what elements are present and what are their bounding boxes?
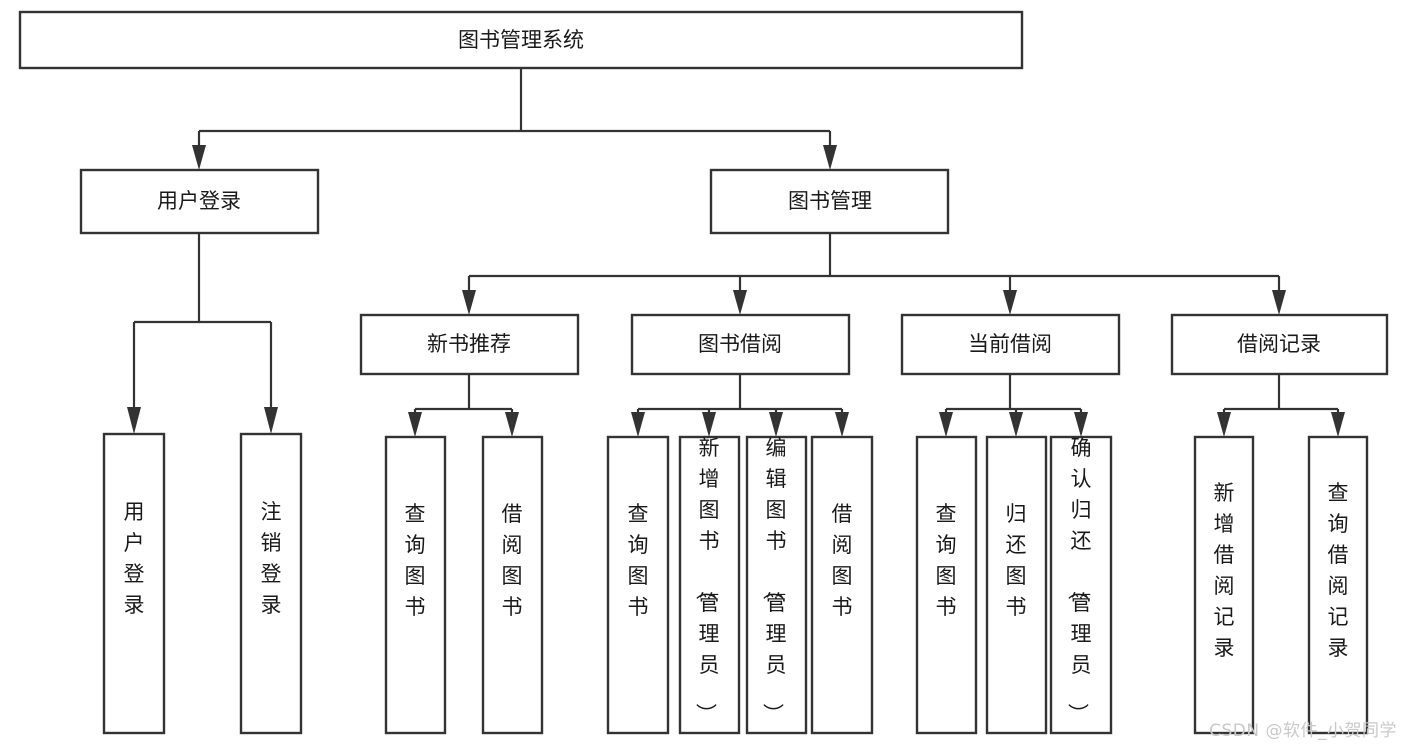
leaf-query-book-2-box[interactable]	[606, 435, 670, 735]
leaf-edit-book-label: 编辑图书（管理员）	[761, 436, 787, 724]
leaf-confirm-return-box[interactable]	[1049, 435, 1113, 735]
arrow-head-leaf-return-book	[1009, 412, 1023, 437]
leaf-return-book[interactable]: 归还图书	[985, 435, 1048, 735]
leaf-query-record[interactable]: 查询借阅记录	[1307, 435, 1369, 735]
arrow-head-book-borrow	[733, 290, 747, 315]
leaf-query-book-1-label: 查询图书	[405, 502, 426, 619]
connectors-new-book-recommend	[408, 374, 519, 437]
leaf-query-book-2-label: 查询图书	[628, 502, 649, 619]
leaf-add-book[interactable]: 新增图书（管理员）	[678, 435, 741, 735]
node-user-login-box[interactable]	[79, 168, 320, 235]
connectors-book-borrow	[631, 374, 849, 437]
leaf-borrow-book-1-label: 借阅图书	[502, 502, 523, 619]
arrow-head-book-manage	[823, 145, 837, 170]
arrow-head-leaf-query-book-2	[631, 412, 645, 437]
connectors-book-manage	[462, 233, 1286, 315]
leaf-borrow-book-2-label: 借阅图书	[832, 502, 853, 619]
connectors-current-borrow	[939, 374, 1088, 437]
arrow-head-current-borrow	[1003, 290, 1017, 315]
leaf-return-book-box[interactable]	[985, 435, 1048, 735]
node-book-manage-label: 图书管理	[788, 189, 872, 213]
leaf-user-login[interactable]: 用户登录	[102, 432, 166, 735]
node-new-book-recommend[interactable]: 新书推荐	[359, 313, 580, 376]
leaf-add-book-box[interactable]	[678, 435, 741, 735]
leaf-query-record-box[interactable]	[1307, 435, 1369, 735]
node-book-manage-box[interactable]	[709, 168, 950, 235]
leaf-confirm-return-label: 确认归还（管理员）	[1066, 436, 1092, 724]
leaf-return-book-label: 归还图书	[1006, 502, 1027, 619]
node-new-book-recommend-label: 新书推荐	[427, 332, 511, 356]
node-borrow-record-box[interactable]	[1170, 313, 1389, 376]
leaf-user-login-label: 用户登录	[124, 500, 145, 617]
leaf-query-record-label: 查询借阅记录	[1328, 481, 1349, 660]
leaf-borrow-book-1-box[interactable]	[481, 435, 544, 735]
node-user-login[interactable]: 用户登录	[79, 168, 320, 235]
connectors-root	[192, 68, 837, 170]
arrow-head-borrow-record	[1272, 290, 1286, 315]
leaf-logout-login-label: 注销登录	[261, 500, 282, 617]
arrow-head-leaf-query-book-1	[408, 412, 422, 437]
node-current-borrow-label: 当前借阅	[968, 332, 1052, 356]
leaf-add-record-label: 新增借阅记录	[1214, 481, 1235, 660]
node-root-box[interactable]	[18, 10, 1024, 70]
leaf-add-record-box[interactable]	[1193, 435, 1255, 735]
node-book-manage[interactable]: 图书管理	[709, 168, 950, 235]
node-borrow-record[interactable]: 借阅记录	[1170, 313, 1389, 376]
leaf-add-record[interactable]: 新增借阅记录	[1193, 435, 1255, 735]
arrow-head-leaf-query-record	[1331, 412, 1345, 437]
node-book-borrow-box[interactable]	[630, 313, 851, 376]
arrow-head-leaf-borrow-book-1	[505, 412, 519, 437]
node-book-borrow-label: 图书借阅	[698, 332, 782, 356]
leaf-query-book-1[interactable]: 查询图书	[384, 435, 447, 735]
leaf-query-book-3[interactable]: 查询图书	[915, 435, 978, 735]
arrow-head-leaf-borrow-book-2	[835, 412, 849, 437]
arrow-head-leaf-edit-book	[769, 412, 783, 437]
leaf-query-book-2[interactable]: 查询图书	[606, 435, 670, 735]
arrow-head-leaf-query-book-3	[939, 412, 953, 437]
leaf-user-login-box[interactable]	[102, 432, 166, 735]
leaf-borrow-book-2-box[interactable]	[810, 435, 874, 735]
connectors-borrow-record	[1217, 374, 1345, 437]
node-root[interactable]: 图书管理系统	[18, 10, 1024, 70]
leaf-query-book-3-label: 查询图书	[936, 502, 957, 619]
node-user-login-label: 用户登录	[157, 189, 241, 213]
arrow-head-leaf-user-login	[127, 407, 141, 434]
leaf-borrow-book-1[interactable]: 借阅图书	[481, 435, 544, 735]
arrow-head-leaf-add-record	[1217, 412, 1231, 437]
leaf-logout-login[interactable]: 注销登录	[239, 432, 303, 735]
leaf-query-book-3-box[interactable]	[915, 435, 978, 735]
arrow-head-leaf-logout-login	[264, 407, 278, 434]
node-current-borrow[interactable]: 当前借阅	[900, 313, 1121, 376]
arrow-head-leaf-add-book	[702, 412, 716, 437]
connectors-user-login	[127, 233, 278, 434]
node-book-borrow[interactable]: 图书借阅	[630, 313, 851, 376]
leaf-query-book-1-box[interactable]	[384, 435, 447, 735]
arrow-head-user-login	[192, 145, 206, 170]
leaf-borrow-book-2[interactable]: 借阅图书	[810, 435, 874, 735]
leaf-edit-book[interactable]: 编辑图书（管理员）	[745, 435, 808, 735]
leaf-edit-book-box[interactable]	[745, 435, 808, 735]
node-current-borrow-box[interactable]	[900, 313, 1121, 376]
arrow-head-new-book-recommend	[462, 290, 476, 315]
leaf-add-book-label: 新增图书（管理员）	[694, 436, 720, 724]
node-new-book-recommend-box[interactable]	[359, 313, 580, 376]
leaf-confirm-return[interactable]: 确认归还（管理员）	[1049, 435, 1113, 735]
arrow-head-leaf-confirm-return	[1074, 412, 1088, 437]
node-borrow-record-label: 借阅记录	[1237, 332, 1321, 356]
leaf-logout-login-box[interactable]	[239, 432, 303, 735]
node-root-label: 图书管理系统	[458, 28, 584, 52]
